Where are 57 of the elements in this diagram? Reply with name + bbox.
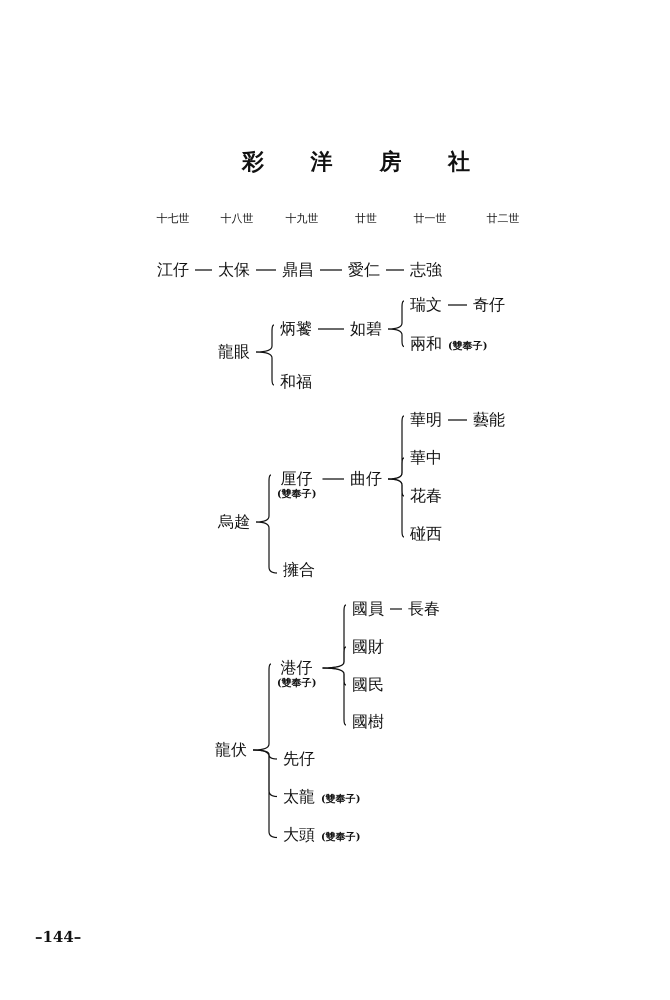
connector-line: [386, 269, 404, 271]
connector-line: [195, 269, 212, 271]
person-name: 烏趛: [212, 512, 256, 532]
person-name: 龍眼: [212, 342, 256, 362]
person-name: 華中: [404, 448, 448, 468]
person-name: 先仔: [277, 749, 321, 769]
person-name: 志強: [404, 260, 448, 280]
person-name: 長春: [402, 599, 446, 619]
person-name: 華明: [404, 410, 448, 430]
person-name: 和福: [274, 372, 318, 392]
person-name: 國員: [346, 599, 390, 619]
person-name: 擁合: [277, 560, 321, 580]
person-name: 國財: [346, 637, 390, 657]
generation-heading: 廿世: [355, 210, 377, 226]
connector-line: [448, 419, 467, 421]
person-name: 太龍: [283, 787, 315, 806]
person-name: 如碧: [344, 319, 388, 339]
connector-line: [390, 608, 402, 610]
person-name: 碰西: [404, 524, 448, 544]
person-name: 大頭: [283, 825, 315, 844]
brace-connector: [256, 351, 274, 386]
connector-line: [320, 269, 342, 271]
generation-heading: 十九世: [286, 210, 318, 226]
person-name: 花春: [404, 486, 448, 506]
generation-heading: 十八世: [220, 210, 254, 226]
connector-line: [448, 304, 467, 306]
brace-connector: [388, 328, 404, 347]
connector-line: [256, 269, 276, 271]
person-name: 愛仁: [342, 260, 386, 280]
connector-line: [322, 478, 344, 480]
person-name: 炳饕: [274, 319, 318, 339]
person-name: 太保: [212, 260, 256, 280]
person-name: 國民: [346, 675, 390, 695]
person-name: 兩和: [410, 334, 442, 353]
generation-heading: 廿二世: [486, 210, 520, 226]
note-text: (雙奉子): [321, 794, 360, 805]
person-name: 鼎昌: [276, 260, 320, 280]
person-name: 港仔: [280, 658, 313, 678]
person-name: 瑞文: [404, 295, 448, 315]
person-name: 曲仔: [344, 469, 388, 489]
brace-connector: [388, 478, 404, 538]
person-name: 國樹: [346, 712, 390, 732]
connector-line: [318, 328, 344, 330]
note-text: (雙奉子): [448, 341, 488, 352]
generation-heading: 廿一世: [414, 210, 446, 226]
person-name: 藝能: [467, 410, 511, 430]
person-name: 厘仔: [280, 469, 313, 488]
person-name: 江仔: [151, 260, 195, 280]
note-text: (雙奉子): [277, 489, 316, 501]
page-number: –144–: [35, 928, 82, 946]
brace-connector: [322, 667, 346, 726]
person-name: 奇仔: [467, 295, 511, 315]
note-text: (雙奉子): [277, 678, 316, 690]
generation-heading: 十七世: [156, 210, 190, 226]
page-title: 彩洋房社: [242, 149, 470, 175]
note-text: (雙奉子): [321, 832, 360, 843]
person-name: 龍伏: [209, 740, 253, 760]
